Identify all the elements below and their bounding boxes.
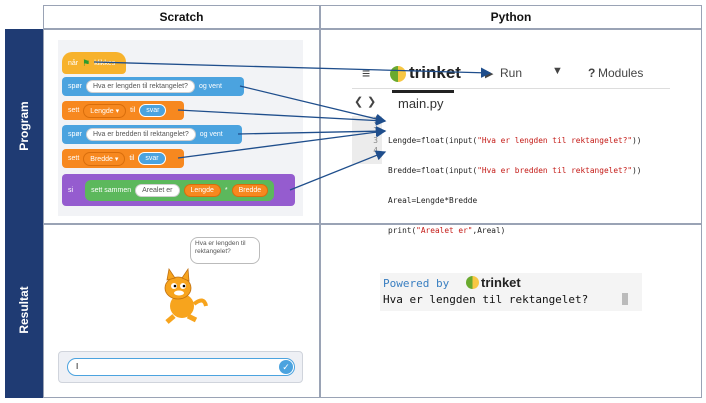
answer-input-value: I: [76, 362, 79, 371]
say-verb: si: [68, 186, 74, 194]
file-tab-label: main.py: [398, 96, 444, 111]
cell-python-result: [320, 224, 702, 398]
trinket-logo-text: trinket: [409, 63, 461, 82]
cell-scratch-program: [43, 29, 320, 224]
header-scratch-label: Scratch: [159, 10, 204, 24]
code-string: "Hva er bredden til rektangelet?": [477, 166, 633, 175]
chevron-down-icon[interactable]: ▼: [552, 65, 563, 77]
set-verb: sett: [68, 107, 80, 114]
speech-bubble-text: Hva er lengden til rektangelet?: [195, 240, 246, 255]
row-label-result: Resultat: [17, 286, 31, 334]
set-width-var-label: Bredde: [90, 155, 113, 163]
join-text: Arealet er: [135, 183, 180, 197]
hat-prefix: når: [68, 59, 79, 67]
set-to: til: [129, 155, 135, 162]
speech-bubble: Hva er lengden til rektangelet?: [190, 237, 260, 264]
line-number-gutter: 1 2 3 4: [352, 116, 382, 164]
cursor-block: [622, 293, 628, 305]
ask-width-block[interactable]: spør Hva er bredden til rektangelet? og …: [62, 125, 242, 144]
line-number: 1: [373, 116, 378, 125]
row-label-result-bg: [5, 224, 43, 398]
length-reporter: Lengde: [183, 183, 221, 197]
cell-python-program: [320, 29, 702, 224]
chevron-right-icon[interactable]: ❯: [367, 96, 377, 108]
trinket-logo-text: trinket: [481, 275, 521, 290]
trinket-logo-icon: [466, 276, 479, 289]
code-line: Areal=Lengde*Bredde: [388, 196, 642, 206]
ask-tail: og vent: [199, 131, 223, 138]
answer-reporter: svar: [139, 104, 167, 117]
code-token: Lengde=float(input(: [388, 136, 478, 145]
ask-verb: spør: [68, 131, 82, 138]
multiply-operator: *: [224, 186, 228, 194]
submit-check-icon[interactable]: ✓: [279, 360, 293, 374]
code-editor[interactable]: 1 2 3 4 Lengde=float(input("Hva er lengd…: [352, 116, 670, 235]
trinket-output: Powered by trinket Hva er lengden til re…: [380, 273, 642, 311]
set-length-var-label: Lengde: [90, 107, 114, 115]
set-width-block[interactable]: sett Bredde ▾ til svar: [62, 149, 184, 168]
scratch-cat-icon: [164, 267, 208, 324]
width-reporter: Bredde: [231, 183, 269, 197]
trinket-logo-icon: [390, 66, 406, 82]
code-token: )): [632, 136, 642, 145]
code-lines: Lengde=float(input("Hva er lengden til r…: [388, 116, 642, 256]
output-text: Hva er lengden til rektangelet?: [383, 293, 589, 306]
code-string: "Arealet er": [416, 226, 473, 235]
join-label: sett sammen: [91, 186, 132, 194]
green-flag-icon: ⚑: [82, 57, 91, 68]
code-token: ,Areal): [472, 226, 506, 235]
code-token: Bredde=float(input(: [388, 166, 478, 175]
powered-by-label: Powered by: [383, 277, 450, 290]
code-token: print(: [388, 226, 417, 235]
answer-input-box: I ✓: [58, 351, 303, 383]
ask-tail: og vent: [198, 83, 222, 90]
code-line: Bredde=float(input("Hva er bredden til r…: [388, 166, 642, 176]
line-number: 3: [373, 136, 378, 145]
answer-input[interactable]: I: [67, 358, 295, 376]
line-number: 4: [373, 146, 378, 155]
ask-width-text: Hva er bredden til rektangelet?: [86, 128, 196, 141]
say-block[interactable]: si sett sammen Arealet er Lengde * Bredd…: [62, 174, 295, 206]
code-token: )): [632, 166, 642, 175]
menu-icon[interactable]: ≡: [362, 65, 371, 81]
set-length-variable: Lengde ▾: [83, 103, 127, 118]
code-line: Lengde=float(input("Hva er lengden til r…: [388, 136, 642, 146]
file-tab[interactable]: main.py: [392, 90, 454, 114]
header-scratch: Scratch: [43, 5, 320, 29]
run-button-label[interactable]: Run: [500, 66, 523, 80]
row-label-program-bg: [5, 29, 43, 224]
code-token: Areal=Lengde*Bredde: [388, 196, 478, 205]
chevron-left-icon[interactable]: ❮: [354, 96, 364, 108]
set-verb: sett: [68, 155, 80, 162]
trinket-toolbar: ≡ trinket ▶ Run ▼ ? Modules: [352, 60, 662, 88]
set-to: til: [130, 107, 136, 114]
row-label-program: Program: [17, 101, 31, 151]
code-string: "Hva er lengden til rektangelet?": [477, 136, 633, 145]
when-flag-clicked-block[interactable]: når ⚑ klikkes: [62, 52, 126, 74]
header-python: Python: [320, 5, 702, 29]
scratch-code-area: når ⚑ klikkes spør Hva er lengden til re…: [58, 40, 303, 216]
set-width-variable: Bredde ▾: [83, 151, 126, 166]
answer-reporter: svar: [138, 152, 166, 165]
line-number: 2: [373, 126, 378, 135]
join-operator: sett sammen Arealet er Lengde * Bredde: [85, 179, 275, 201]
modules-icon[interactable]: ?: [588, 66, 596, 80]
ask-length-text: Hva er lengden til rektangelet?: [86, 80, 195, 93]
header-python-label: Python: [490, 10, 532, 24]
ask-length-block[interactable]: spør Hva er lengden til rektangelet? og …: [62, 77, 244, 96]
modules-button-label[interactable]: Modules: [598, 66, 644, 80]
code-line: print("Arealet er",Areal): [388, 226, 642, 236]
run-icon[interactable]: ▶: [485, 68, 494, 80]
hat-suffix: klikkes: [94, 59, 116, 67]
ask-verb: spør: [68, 83, 82, 90]
set-length-block[interactable]: sett Lengde ▾ til svar: [62, 101, 184, 120]
cell-scratch-result: [43, 224, 320, 398]
toolbar-divider: [352, 88, 670, 89]
